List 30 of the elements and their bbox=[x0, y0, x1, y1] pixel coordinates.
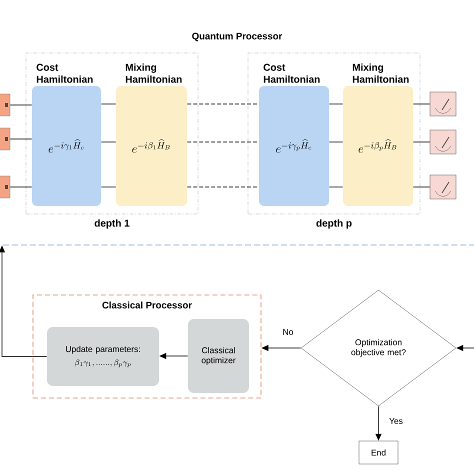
edge-label: No bbox=[282, 328, 294, 336]
meter-drawing bbox=[430, 92, 456, 116]
depth-label: depth p bbox=[316, 219, 352, 229]
end-box: End bbox=[358, 440, 398, 464]
gate-heading: Cost Hamiltonian bbox=[36, 64, 93, 83]
region-title: Classical Processor bbox=[102, 302, 192, 308]
connector bbox=[412, 186, 430, 188]
connector bbox=[100, 186, 116, 188]
meter-drawing bbox=[430, 130, 456, 154]
process-box: Classical optimizer bbox=[188, 319, 249, 393]
connector bbox=[186, 186, 260, 188]
connector bbox=[10, 138, 32, 140]
qubit-input bbox=[0, 176, 10, 198]
edge-label: Yes bbox=[388, 417, 404, 425]
gate-box: $e^{-i\gamma_p\widehat{H}_c}$ bbox=[259, 86, 329, 206]
gate-box: $e^{-i\beta_1\widehat{H}_B}$ bbox=[116, 86, 187, 206]
connector bbox=[328, 186, 344, 188]
gate-heading: Mixing Hamiltonian bbox=[126, 64, 182, 83]
qubit-input bbox=[0, 128, 10, 150]
connector bbox=[10, 186, 32, 188]
meter-drawing bbox=[430, 174, 456, 200]
connector bbox=[10, 104, 32, 106]
process-box: Update parameters: $\beta_1\gamma_1,......,\beta_p\gamma_p$ bbox=[47, 327, 159, 386]
qubit-input bbox=[0, 94, 10, 116]
region-title: Quantum Processor bbox=[192, 32, 282, 42]
depth-label: depth 1 bbox=[94, 219, 130, 229]
gate-box: $e^{-i\beta_p\widehat{H}_B}$ bbox=[343, 86, 413, 206]
gate-heading: Mixing Hamiltonian bbox=[352, 64, 409, 83]
gate-heading: Cost Hamiltonian bbox=[264, 64, 320, 83]
gate-box: $e^{-i\gamma_1\widehat{H}_c}$ bbox=[32, 86, 101, 206]
